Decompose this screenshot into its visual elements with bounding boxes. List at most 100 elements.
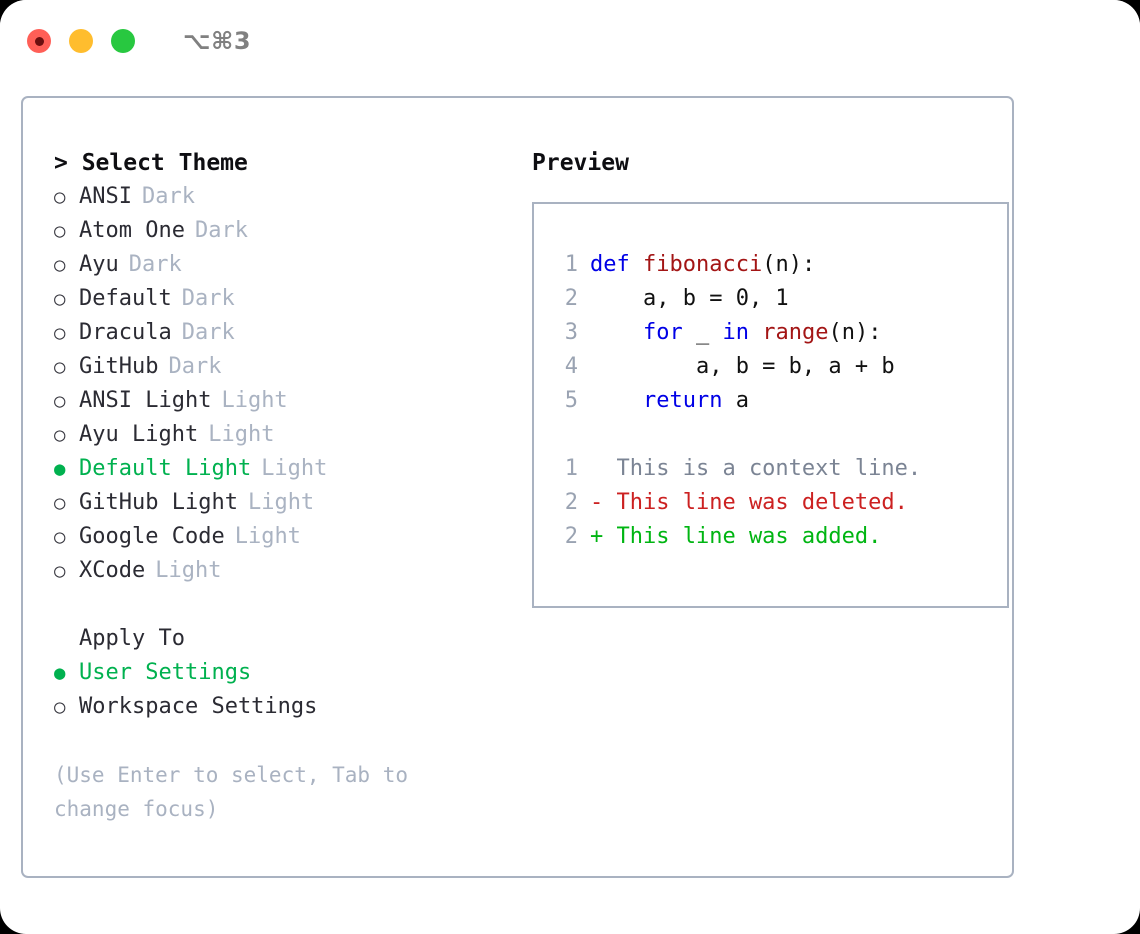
window-title: ⌥⌘3 <box>183 27 252 55</box>
maximize-button[interactable] <box>111 29 135 53</box>
theme-mode-badge: Dark <box>181 320 235 345</box>
theme-mode-badge: Light <box>221 388 288 413</box>
record-dot-icon <box>34 36 44 46</box>
apply-to-label: User Settings <box>79 660 252 685</box>
code-token: return <box>642 388 736 413</box>
radio-unselected-icon: ○ <box>54 220 66 242</box>
code-token: for <box>642 320 683 345</box>
diff-line: 1 This is a context line. <box>552 452 1007 486</box>
radio-unselected-icon: ○ <box>54 560 66 582</box>
code-line: 3 for _ in range(n): <box>552 316 1007 350</box>
radio-selected-icon: ● <box>54 662 66 684</box>
line-number: 1 <box>564 252 578 277</box>
code-token: def <box>590 252 643 277</box>
window-controls <box>27 29 135 53</box>
diff-text: + This line was added. <box>590 524 882 549</box>
line-number: 2 <box>564 524 578 549</box>
radio-selected-icon: ● <box>54 458 66 480</box>
code-token: in <box>722 320 763 345</box>
diff-text: This is a context line. <box>590 456 922 481</box>
theme-name: Dracula <box>79 320 172 345</box>
theme-option-ansi[interactable]: ○ ANSI Dark <box>54 180 509 214</box>
code-line: 5 return a <box>552 384 1007 418</box>
close-button[interactable] <box>27 29 51 53</box>
theme-name: Default Light <box>79 456 252 481</box>
diff-text: - This line was deleted. <box>590 490 908 515</box>
code-text: a, b = 0, 1 <box>590 282 789 316</box>
radio-unselected-icon: ○ <box>54 356 66 378</box>
code-token <box>590 320 643 345</box>
code-text: for _ in range(n): <box>590 316 881 350</box>
theme-mode-badge: Dark <box>194 218 248 243</box>
diff-sample: 1 This is a context line. 2 - This line wa… <box>552 452 1007 554</box>
line-number: 2 <box>564 490 578 515</box>
theme-option-ayu-light[interactable]: ○ Ayu Light Light <box>54 418 509 452</box>
line-number: 2 <box>564 286 578 311</box>
radio-unselected-icon: ○ <box>54 288 66 310</box>
code-line: 2 a, b = 0, 1 <box>552 282 1007 316</box>
code-line: 4 a, b = b, a + b <box>552 350 1007 384</box>
theme-mode-badge: Dark <box>168 354 222 379</box>
theme-name: Atom One <box>79 218 185 243</box>
code-token: (n): <box>762 252 816 277</box>
apply-to-label: Workspace Settings <box>79 694 318 719</box>
theme-name: Ayu <box>79 252 119 277</box>
apply-to-option-user-settings[interactable]: ● User Settings <box>54 656 509 690</box>
line-number: 5 <box>564 388 578 413</box>
radio-unselected-icon: ○ <box>54 696 66 718</box>
radio-unselected-icon: ○ <box>54 186 66 208</box>
theme-option-ansi-light[interactable]: ○ ANSI Light Light <box>54 384 509 418</box>
theme-name: XCode <box>79 558 146 583</box>
select-theme-heading: > Select Theme <box>54 150 248 176</box>
preview-heading: Preview <box>532 150 629 176</box>
keyboard-hint-text: (Use Enter to select, Tab to change focu… <box>54 763 421 821</box>
minimize-button[interactable] <box>69 29 93 53</box>
radio-unselected-icon: ○ <box>54 390 66 412</box>
theme-mode-badge: Light <box>208 422 275 447</box>
code-line: 1 def fibonacci(n): <box>552 248 1007 282</box>
spacer <box>552 418 1007 452</box>
code-text: a, b = b, a + b <box>590 350 895 384</box>
theme-name: ANSI Light <box>79 388 212 413</box>
code-token <box>590 388 643 413</box>
theme-name: Default <box>79 286 172 311</box>
theme-mode-badge: Light <box>261 456 328 481</box>
radio-unselected-icon: ○ <box>54 492 66 514</box>
radio-unselected-icon: ○ <box>54 424 66 446</box>
apply-to-option-workspace-settings[interactable]: ○ Workspace Settings <box>54 690 509 724</box>
theme-option-atom-one[interactable]: ○ Atom One Dark <box>54 214 509 248</box>
line-number: 1 <box>564 456 578 481</box>
radio-unselected-icon: ○ <box>54 254 66 276</box>
theme-name: Ayu Light <box>79 422 199 447</box>
apply-to-list[interactable]: ● User Settings ○ Workspace Settings <box>54 656 509 724</box>
code-token: range <box>762 320 829 345</box>
code-token: fibonacci <box>642 252 763 277</box>
code-token: a <box>735 388 749 413</box>
theme-name: ANSI <box>79 184 132 209</box>
spacer <box>54 588 509 622</box>
line-number: 4 <box>564 354 578 379</box>
diff-line: 2 - This line was deleted. <box>552 486 1007 520</box>
theme-name: Google Code <box>79 524 225 549</box>
theme-name: GitHub Light <box>79 490 238 515</box>
theme-mode-badge: Dark <box>141 184 195 209</box>
apply-to-heading: Apply To <box>79 626 185 651</box>
code-text: def fibonacci(n): <box>590 248 815 282</box>
line-number: 3 <box>564 320 578 345</box>
theme-option-default-light[interactable]: ● Default Light Light <box>54 452 509 486</box>
code-token: a, b = b, a + b <box>590 354 895 379</box>
code-text: return a <box>590 384 749 418</box>
code-token: _ <box>682 320 723 345</box>
